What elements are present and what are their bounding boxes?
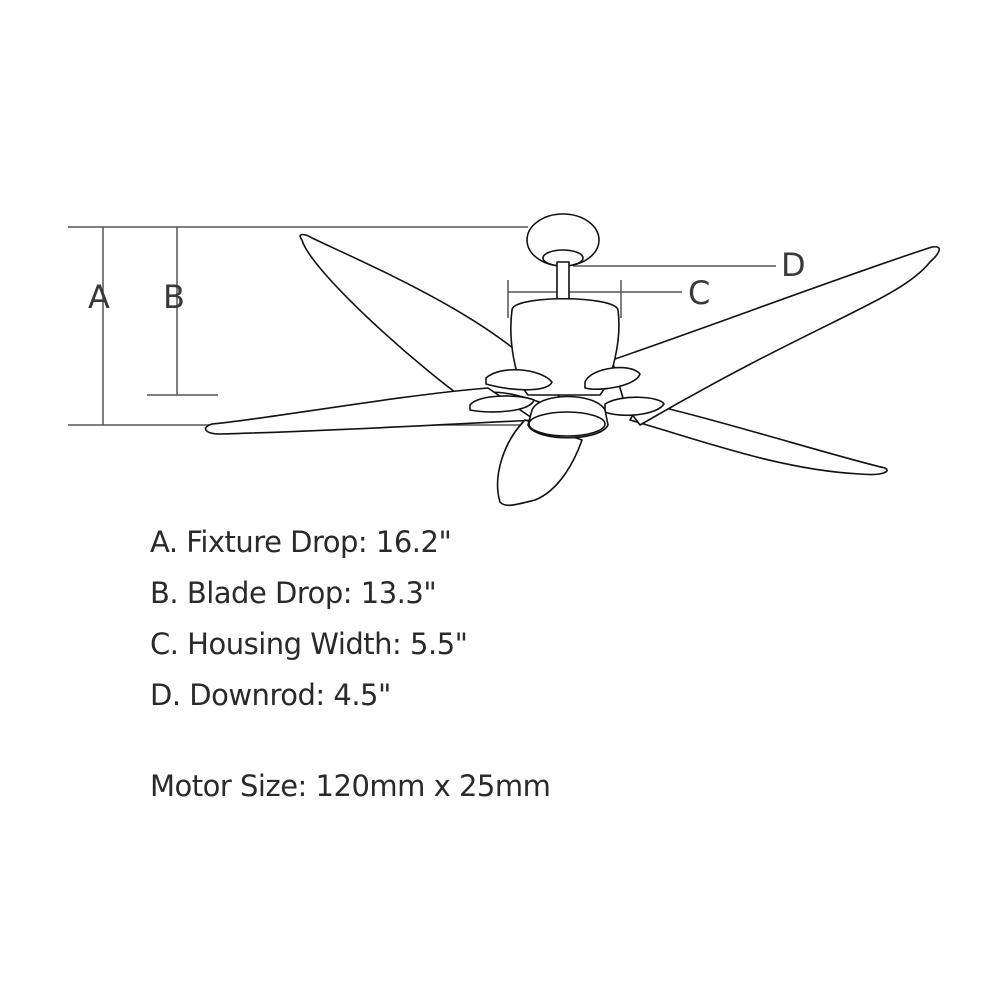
label-a: A — [88, 278, 110, 316]
spec-motor-size: Motor Size: 120mm x 25mm — [150, 769, 551, 803]
blade-lower-left — [204, 387, 536, 435]
label-d: D — [781, 246, 806, 284]
blade-upper-right — [611, 245, 940, 426]
blade-arm-right-lower — [604, 396, 665, 417]
spec-fixture-drop: A. Fixture Drop: 16.2" — [150, 525, 452, 559]
blade-arm-left-upper — [485, 368, 553, 391]
blade-arm-left-lower — [469, 395, 535, 413]
light-lens — [528, 411, 606, 437]
blade-arm-right-upper — [584, 366, 641, 391]
blade-lower-right — [629, 401, 888, 476]
spec-blade-drop: B. Blade Drop: 13.3" — [150, 576, 437, 610]
motor-housing — [510, 297, 620, 396]
spec-downrod: D. Downrod: 4.5" — [150, 678, 391, 712]
label-b: B — [163, 278, 185, 316]
ceiling-fan-diagram: A B C D — [68, 213, 940, 507]
spec-housing-width: C. Housing Width: 5.5" — [150, 627, 468, 661]
fan-drawing — [204, 213, 940, 507]
blade-bottom — [496, 419, 583, 507]
label-c: C — [688, 274, 710, 312]
